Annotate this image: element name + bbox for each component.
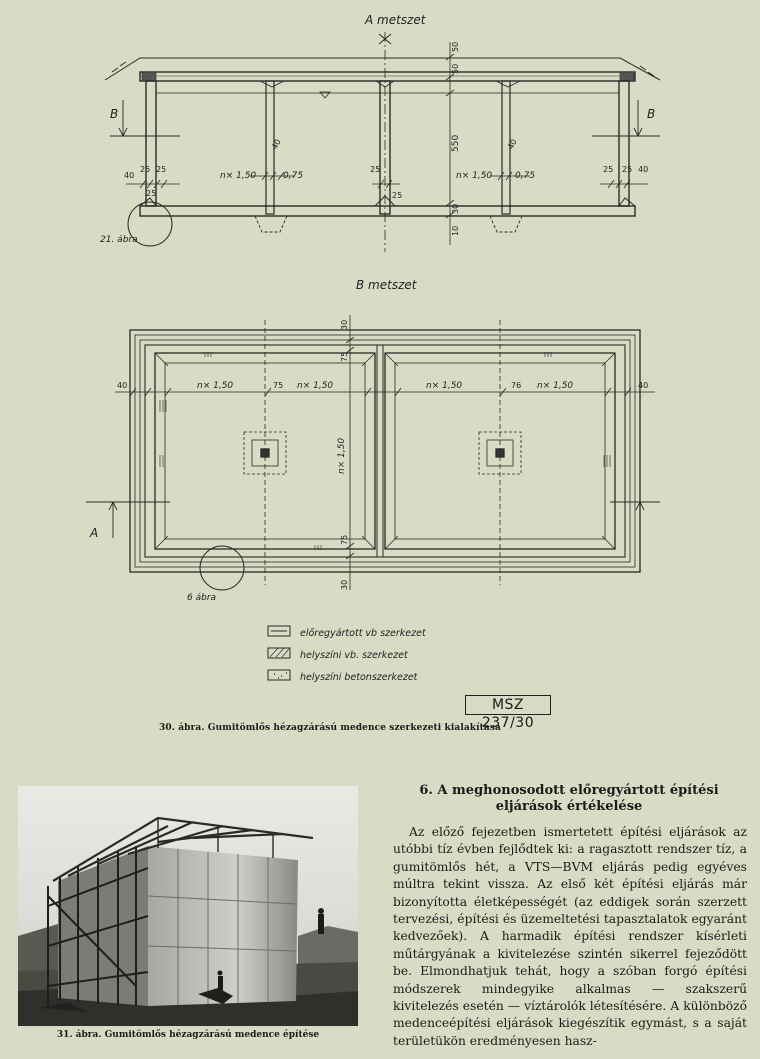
figure-30-drawing: A metszet B B 40 25 25 25 40 n× 1,50 0,7…: [86, 13, 661, 683]
body-text: Az előző fejezetben ismertetett építési …: [393, 824, 747, 1056]
dim-075-a-right: 0,75: [515, 171, 535, 181]
dim-n150-b4: n× 1,50: [537, 381, 573, 391]
dim-50-vert-b: 50: [451, 64, 460, 74]
dim-n150-b3: n× 1,50: [426, 381, 462, 391]
dim-n150-b2: n× 1,50: [297, 381, 333, 391]
dim-75-b1: 75: [273, 381, 283, 390]
legend-label-cast-in-situ: helyszíni vb. szerkezet: [300, 650, 409, 661]
dim-25-a6: 25: [392, 191, 402, 200]
dim-30-b-bottom: 30: [340, 580, 349, 590]
legend-label-concrete: helyszíni betonszerkezet: [300, 672, 419, 683]
dim-30-vert: 30: [451, 204, 460, 214]
dim-n150-b1: n× 1,50: [197, 381, 233, 391]
dim-25-a9: 25: [622, 165, 632, 174]
body-paragraph: Az előző fejezetben ismertetett építési …: [393, 825, 747, 1048]
detail-6-label: 6 ábra: [187, 593, 216, 603]
cut-b-right: B: [647, 107, 655, 121]
dim-76-b: 76: [511, 381, 521, 390]
dim-75-b-bottom: 75: [340, 535, 349, 545]
dim-10-vert: 10: [451, 226, 460, 236]
section-b-title: B metszet: [356, 278, 418, 292]
dim-30-b-top: 30: [340, 320, 349, 330]
section-a-title: A metszet: [364, 13, 427, 27]
dim-40-a4: 40: [270, 138, 283, 151]
dim-40-a10: 40: [638, 165, 648, 174]
dim-40-b-right: 40: [638, 381, 648, 390]
figure-30-caption: 30. ábra. Gumitömlős hézagzárású medence…: [159, 723, 501, 733]
dim-075-a-left: 0,75: [283, 171, 303, 181]
legend-label-precast: előregyártott vb szerkezet: [300, 628, 427, 639]
dim-25-a3: 25: [146, 189, 156, 198]
cut-b-left: B: [110, 107, 118, 121]
dim-50-vert: 50: [451, 42, 460, 52]
figure-31-caption: 31. ábra. Gumitömlős hézagzárású medence…: [56, 1030, 320, 1040]
dim-75-b-top: 75: [340, 352, 349, 362]
dim-40-b-left: 40: [117, 381, 127, 390]
cut-a-left: A: [89, 526, 98, 540]
standard-code-box: MSZ 237/30: [465, 695, 551, 731]
dim-40-left: 40: [124, 171, 134, 180]
dim-n150-vertical: n× 1,50: [337, 438, 347, 474]
dim-25-a1: 25: [140, 165, 150, 174]
detail-21-label: 21. ábra: [100, 235, 138, 245]
dim-25-a5: 25: [370, 165, 380, 174]
dim-25-a2: 25: [156, 165, 166, 174]
dim-n150-a-left: n× 1,50: [220, 171, 256, 181]
section-heading: 6. A meghonosodott előregyártott építési…: [419, 783, 719, 814]
dim-40-a7: 40: [506, 138, 519, 151]
dim-n150-a-right: n× 1,50: [456, 171, 492, 181]
dim-25-a8: 25: [603, 165, 613, 174]
construction-photo: [18, 786, 358, 1026]
dim-550-vert: 550: [451, 135, 461, 152]
